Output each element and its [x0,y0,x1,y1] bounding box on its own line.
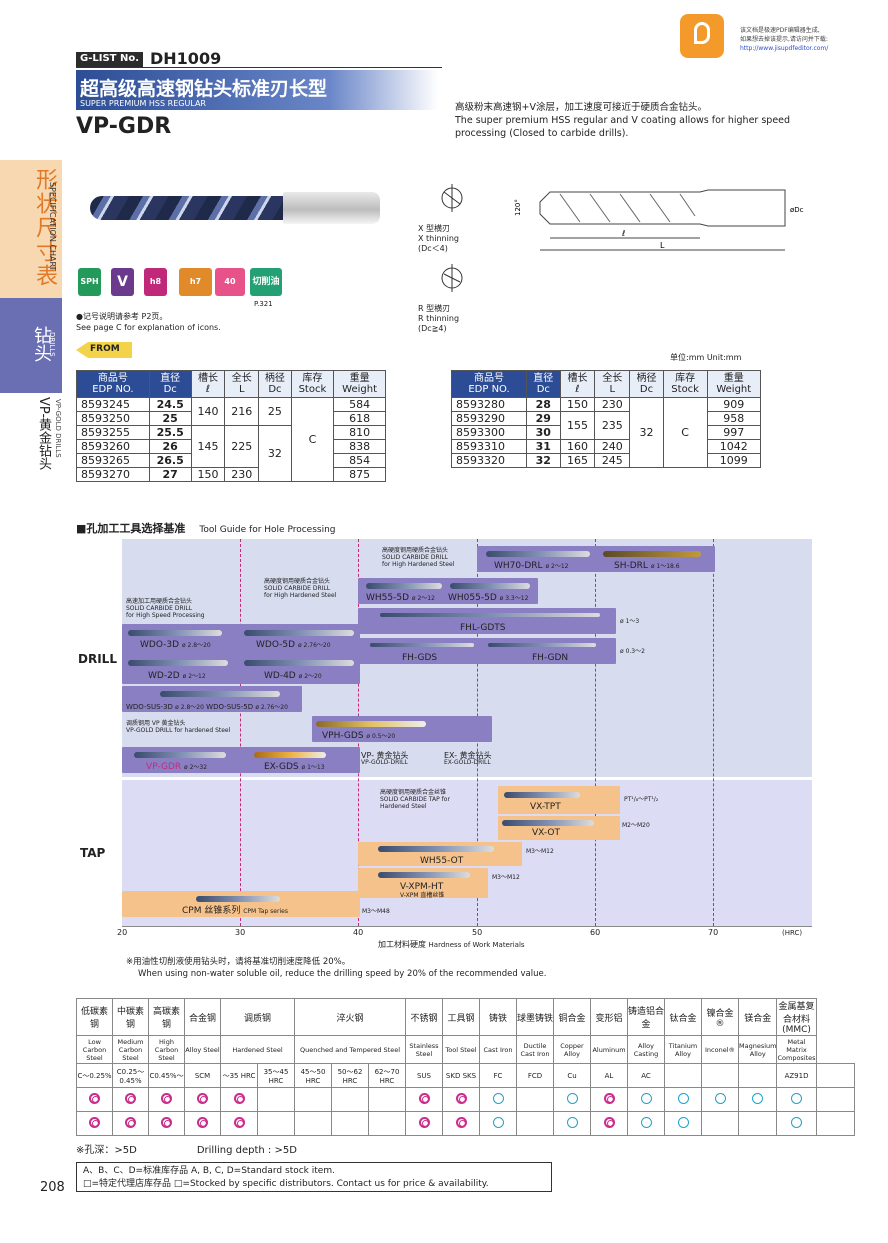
fh-gdn-label: FH-GDN [532,653,569,663]
sh-drl-label: SH-DRL ø 1～18.6 [614,561,680,571]
material-table: 低碳素钢中碳素钢高碳素钢合金钢调质钢淬火钢不锈钢工具钢铸铁球墨铸铁铜合金变形铝铸… [76,998,855,1136]
wh55-label: WH55-5D ø 2～12 [366,593,435,603]
stock-note: A、B、C、D=标准库存品 A, B, C, D=Standard stock … [76,1162,552,1192]
fh-gds-label: FH-GDS [402,653,438,663]
side-tab-drills[interactable]: 钻头 DRILLS [0,298,62,393]
model-name: VP-GDR [76,114,172,139]
title-cn: 超高级高速钢钻头标准刃长型 [80,78,328,100]
vx-tpt-label: VX-TPT [530,802,561,812]
guide-note: ※用油性切削液使用钻头时，请将基准切削速度降低 20%。When using n… [126,957,547,979]
material-suitability-row [76,1087,855,1112]
side-tab-spec[interactable]: 形状尺寸表 SPECIFICATION CHART [0,160,62,298]
tap-label: TAP [80,846,106,860]
ex-gds-label: EX-GDS ø 1～13 [264,762,325,772]
svg-text:L: L [660,241,665,250]
shank-h7-icon: h7 [179,268,212,296]
fhl-gdts-label: FHL-GDTS [460,623,506,633]
svg-text:ℓ: ℓ [621,229,625,238]
wdo-sus-label: WDO-SUS-3D ø 2.8～20 WDO-SUS-5D ø 2.76～20 [126,703,288,711]
sph-icon: SPH [78,268,101,296]
pdf-logo [680,14,724,58]
material-header-cn: 低碳素钢中碳素钢高碳素钢合金钢调质钢淬火钢不锈钢工具钢铸铁球墨铸铁铜合金变形铝铸… [76,998,855,1036]
glist-label: G-LIST No. [76,52,143,67]
title-banner [76,70,438,110]
from-arrow[interactable]: FROM [76,342,132,358]
icon-note: ●记号说明请参考 P2页。See page C for explanation … [76,312,221,332]
unit-label: 单位:mm Unit:mm [670,353,742,362]
wd-4d-label: WD-4D ø 2～20 [264,671,322,681]
side-tab-vp[interactable]: VP-黄金钻头 VP-GOLD DRILLS [36,397,62,471]
vx-ot-label: VX-OT [532,828,560,838]
drill-photo [90,192,380,226]
drill-label: DRILL [78,652,117,666]
wdo-3d-label: WDO-3D ø 2.8～20 [140,640,211,650]
svg-text:120°: 120° [514,199,522,216]
wh70-drl-label: WH70-DRL ø 2～12 [494,561,569,571]
watermark-text: 该文档是极速PDF编辑器生成,如果想去掉该提示,请访问并下载: http://w… [740,27,829,52]
coolant-icon: 切削油 [250,268,282,296]
r-thinning-icon [438,262,466,294]
cpm-label: CPM 丝锥系列 CPM Tap series [182,906,288,916]
description: 高级粉末高速钢+V涂层，加工速度可接近于硬质合金钻头。The super pre… [455,102,791,139]
material-suitability-row [76,1111,855,1136]
wh055-label: WH055-5D ø 3.3～12 [448,593,529,603]
page-ref: P.321 [254,300,273,308]
wdo-5d-label: WDO-5D ø 2.76～20 [256,640,331,650]
v-coating-icon: V [111,268,134,296]
x-thinning-icon [438,182,466,214]
product-code: DH1009 [150,49,222,68]
x-axis-label: 加工材料硬度 Hardness of Work Materials [378,940,525,949]
wd-2d-label: WD-2D ø 2～12 [148,671,206,681]
title-en: SUPER PREMIUM HSS REGULAR [80,99,206,108]
vph-gds-label: VPH-GDS ø 0.5～20 [322,731,396,741]
point-angle-icon: 40 [215,268,245,296]
wh55-ot-label: WH55-OT [420,856,464,866]
vp-gdr-label: VP-GDR ø 2～32 [146,762,208,772]
svg-text:øDc: øDc [790,206,804,214]
v-xpm-ht-label: V-XPM-HT [400,882,444,892]
page-number: 208 [40,1180,65,1195]
h8-icon: h8 [144,268,167,296]
watermark-link[interactable]: http://www.jisupdfeditor.com/ [740,45,829,52]
